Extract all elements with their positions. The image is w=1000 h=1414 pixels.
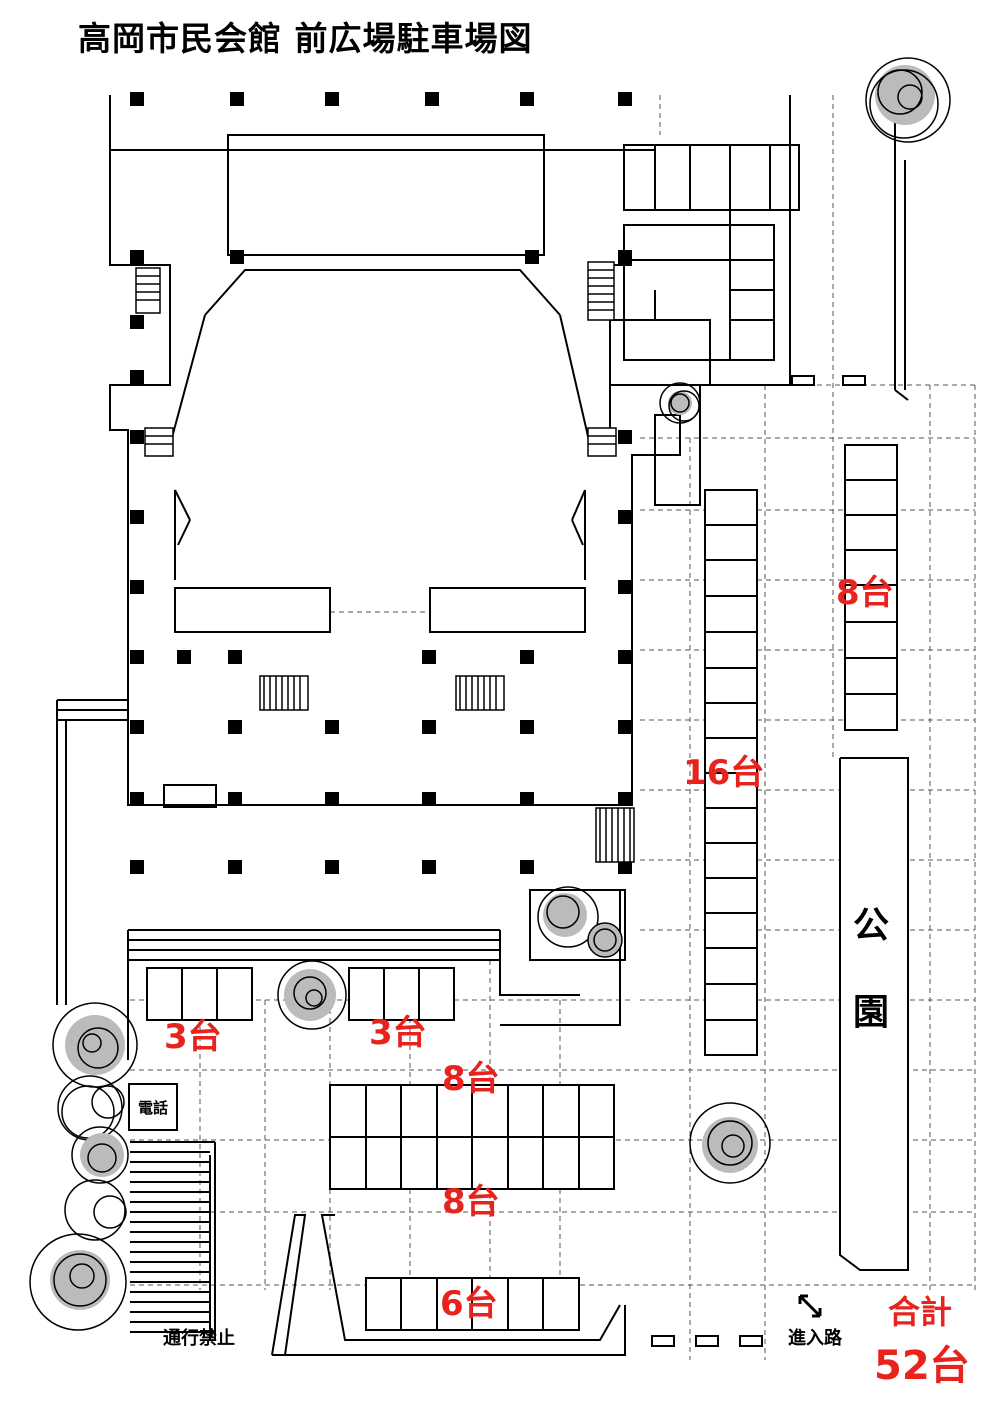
tree-icon xyxy=(52,1002,138,1088)
tree-icon xyxy=(71,1126,129,1184)
park-label-2: 園 xyxy=(853,992,890,1033)
tree-icon xyxy=(537,886,623,958)
lot-count-center-top: 8台 xyxy=(442,1059,500,1099)
lot-count-east-middle: 16台 xyxy=(683,753,765,793)
lot-west xyxy=(146,967,455,1021)
phone-label: 電話 xyxy=(137,1098,168,1117)
lot-count-west-b: 3台 xyxy=(369,1013,427,1053)
tree-icon xyxy=(689,1102,771,1184)
park-label-1: 公 xyxy=(853,905,890,946)
lot-east-middle xyxy=(704,489,758,1056)
tree-icon xyxy=(277,960,347,1030)
total-label: 合計 xyxy=(888,1293,953,1331)
lot-center xyxy=(329,1084,615,1190)
tree-icon xyxy=(29,1233,127,1331)
lot-east-upper xyxy=(844,444,898,731)
no-entry-label: 通行禁止 xyxy=(163,1328,235,1349)
phone-booth: 電話 xyxy=(128,1083,178,1131)
tree-icon xyxy=(659,382,701,424)
map-title: 高岡市民会館 前広場駐車場図 xyxy=(78,19,533,58)
tree-icon xyxy=(57,1075,125,1141)
hall-building xyxy=(109,95,800,808)
diagonal-double-arrow-icon xyxy=(798,1294,822,1318)
trees xyxy=(29,57,951,1331)
lot-count-south: 6台 xyxy=(440,1284,498,1324)
lot-count-east-upper: 8台 xyxy=(836,573,894,613)
lot-south xyxy=(365,1277,580,1331)
entrance-label: 進入路 xyxy=(788,1328,842,1349)
total-count: 52台 xyxy=(874,1343,970,1389)
columns xyxy=(130,92,632,874)
lot-count-center-bottom: 8台 xyxy=(442,1182,500,1222)
tree-icon xyxy=(64,1179,127,1241)
park-area xyxy=(839,95,909,1271)
tree-icon xyxy=(865,57,951,143)
stairs xyxy=(135,261,635,863)
lot-count-west-a: 3台 xyxy=(164,1017,222,1057)
